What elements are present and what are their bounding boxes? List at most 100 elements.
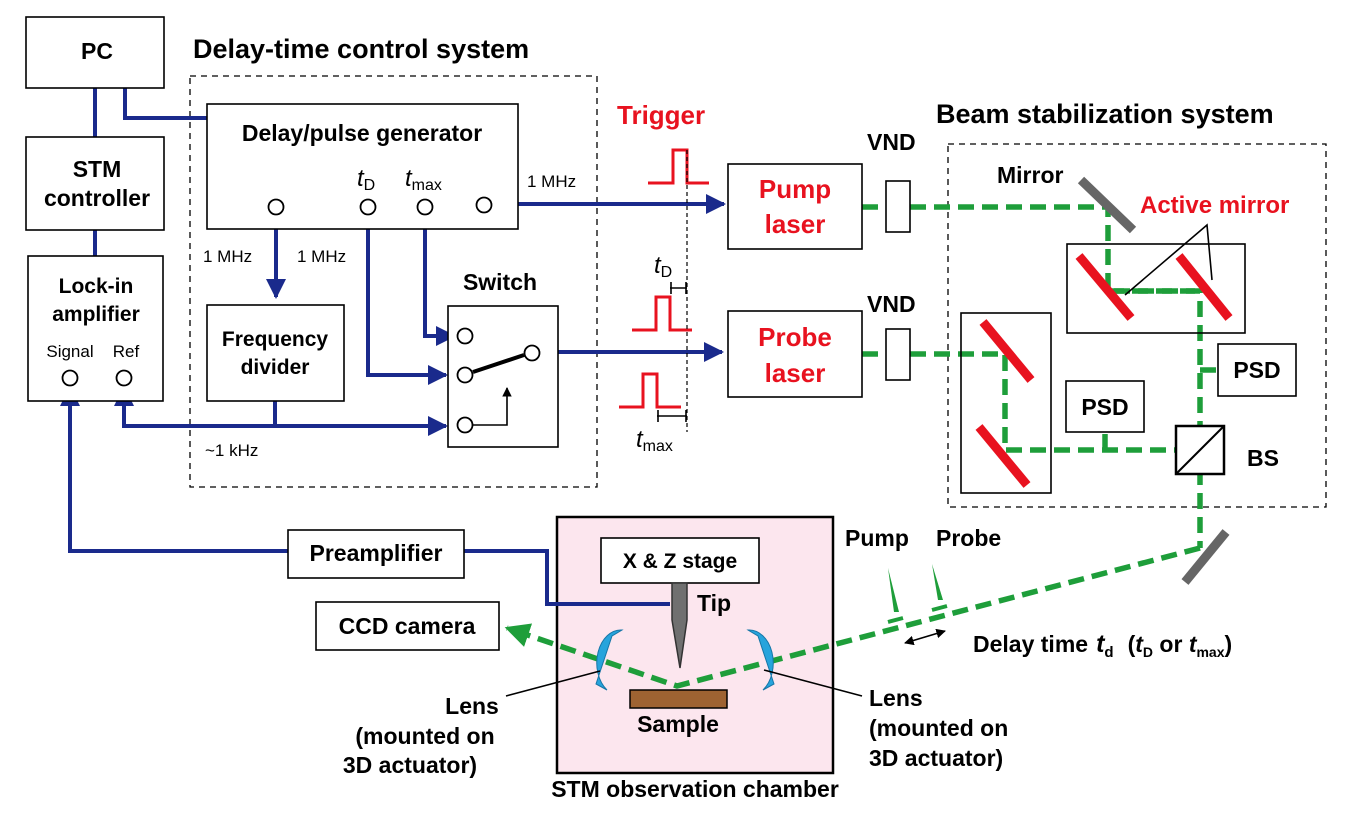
switch-blade <box>472 353 525 374</box>
pump-laser-box <box>727 163 863 250</box>
lens-right-label-2: (mounted on <box>869 715 1008 741</box>
trigger-label: Trigger <box>617 100 705 130</box>
signal-wires <box>60 88 726 606</box>
gen-port-out <box>475 196 493 214</box>
tD-label: tD <box>357 165 375 194</box>
active-mirror-mount <box>1066 243 1246 334</box>
beam-system-title: Beam stabilization system <box>936 99 1274 129</box>
xz-stage-box <box>600 537 760 584</box>
switch-port-1 <box>456 327 474 345</box>
sample-label: Sample <box>637 711 719 737</box>
vnd-filter-2 <box>885 328 911 381</box>
freq-1mhz-b: 1 MHz <box>297 247 346 266</box>
switch-port-out <box>523 344 541 362</box>
pump-laser-label-1: Pump <box>759 174 831 204</box>
probe-laser-box <box>727 310 863 398</box>
laser-beams <box>504 204 1218 689</box>
switch-label: Switch <box>463 269 537 295</box>
lens-left <box>595 629 624 691</box>
pump-laser-label-2: laser <box>765 209 826 239</box>
preamplifier-label: Preamplifier <box>310 540 443 566</box>
psd-label-2: PSD <box>1081 394 1128 420</box>
lens-left-label-3: 3D actuator) <box>343 752 477 778</box>
psd-box-1 <box>1217 343 1297 397</box>
delay-system-frame <box>189 75 598 488</box>
preamplifier-box <box>287 529 465 579</box>
fixed-mirror <box>1077 176 1137 234</box>
tmax-bracket <box>657 410 687 422</box>
freq-1khz: ~1 kHz <box>205 441 258 460</box>
psd-label-1: PSD <box>1233 357 1280 383</box>
ccd-camera-label: CCD camera <box>339 613 476 639</box>
stm-controller-box <box>25 136 165 231</box>
stm-controller-label-2: controller <box>44 185 150 211</box>
ccd-camera-box <box>315 601 500 651</box>
lens-left-label-1: Lens <box>445 693 499 719</box>
delay-system-title: Delay-time control system <box>193 34 529 64</box>
vnd-label-1: VND <box>867 129 916 155</box>
probe-pulse-tD <box>632 295 692 332</box>
pc-label: PC <box>81 38 113 64</box>
probe-mirror-1 <box>979 319 1035 383</box>
lockin-label-1: Lock-in <box>59 275 134 298</box>
vnd-label-2: VND <box>867 291 916 317</box>
probe-laser-label-2: laser <box>765 358 826 388</box>
mirror-label: Mirror <box>997 162 1064 188</box>
psd-box-2 <box>1065 380 1145 433</box>
signal-port <box>61 369 79 387</box>
tmax-label: tmax <box>405 165 442 194</box>
bs-label: BS <box>1247 445 1279 471</box>
switch-port-3 <box>456 416 474 434</box>
lens-right-label-3: 3D actuator) <box>869 745 1003 771</box>
lens-right-pointer <box>763 669 863 697</box>
probe-laser-label-1: Probe <box>758 322 832 352</box>
probe-label: Probe <box>936 525 1001 551</box>
active-mirror-2 <box>1175 253 1233 321</box>
freq-divider-label-1: Frequency <box>222 328 329 351</box>
active-mirror-pointer <box>1124 223 1213 296</box>
vnd-filter-1 <box>885 180 911 233</box>
gen-port-tD <box>359 198 377 216</box>
switch-toggle-arrow <box>473 387 512 426</box>
lens-left-label-2: (mounted on <box>355 723 494 749</box>
trigger-pulse <box>648 148 709 185</box>
frequency-divider-box <box>206 304 345 402</box>
switch-port-2 <box>456 366 474 384</box>
probe-pulse-tmax <box>619 372 681 409</box>
pulse-tD-label: tD <box>654 252 672 281</box>
pc-box <box>25 16 165 89</box>
delay-generator-label: Delay/pulse generator <box>242 120 482 146</box>
probe-mirror-2 <box>975 424 1031 488</box>
fold-mirror <box>1181 529 1230 585</box>
delay-double-arrow <box>904 628 946 646</box>
chamber-label: STM observation chamber <box>551 776 839 802</box>
active-mirror-1 <box>1075 253 1135 321</box>
lockin-signal-label: Signal <box>46 342 93 361</box>
stm-tip <box>671 582 688 669</box>
ref-port <box>115 369 133 387</box>
lockin-ref-label: Ref <box>113 342 140 361</box>
tD-bracket <box>670 282 687 294</box>
pump-label: Pump <box>845 525 909 551</box>
stm-controller-label-1: STM <box>73 156 122 182</box>
active-mirror-label: Active mirror <box>1140 192 1289 219</box>
beam-splitter-diagonal <box>1175 425 1225 475</box>
lockin-amplifier-box <box>27 255 164 402</box>
xz-stage-label: X & Z stage <box>623 550 737 573</box>
freq-divider-label-2: divider <box>241 356 310 379</box>
pulse-tmax-label: tmax <box>636 426 673 455</box>
lens-left-pointer <box>505 670 601 697</box>
beam-system-frame <box>947 143 1327 508</box>
lens-right <box>746 629 775 691</box>
gen-port-1 <box>267 198 285 216</box>
tip-label: Tip <box>697 590 731 616</box>
freq-1mhz-c: 1 MHz <box>527 172 576 191</box>
sample-block <box>629 689 728 709</box>
pulse-pair <box>887 564 948 624</box>
probe-mirror-mount <box>960 312 1052 494</box>
gen-port-tmax <box>416 198 434 216</box>
lockin-label-2: amplifier <box>52 303 140 326</box>
